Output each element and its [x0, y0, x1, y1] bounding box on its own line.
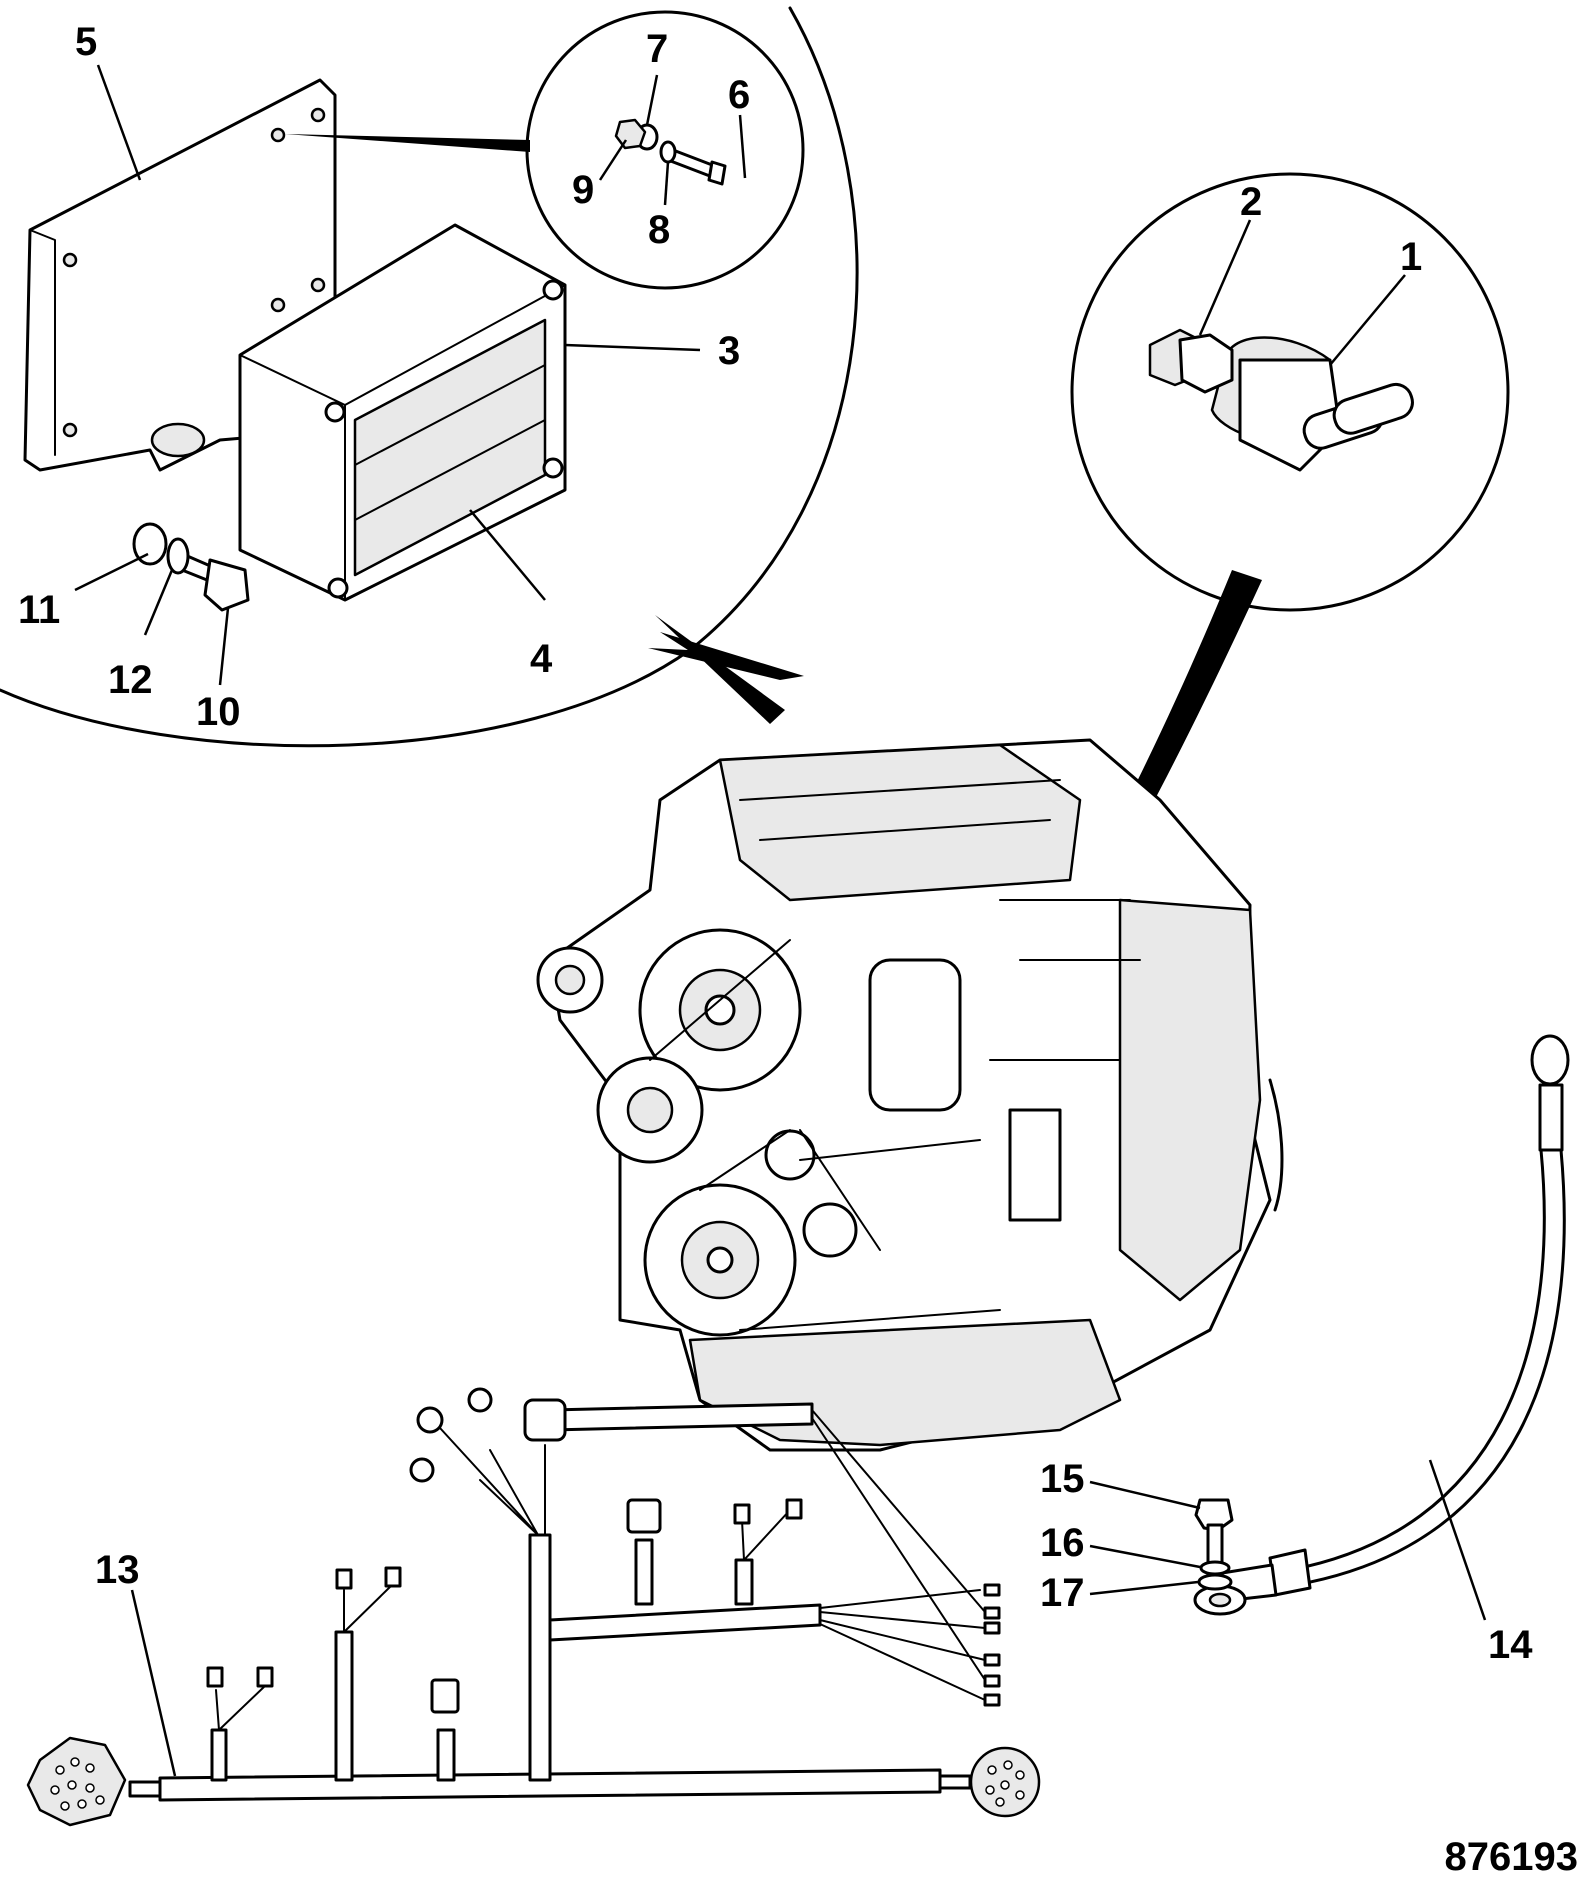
engine: [536, 738, 1272, 1452]
callout-12: 12: [108, 658, 153, 702]
callout-5: 5: [75, 20, 97, 64]
callout-16: 16: [1040, 1521, 1085, 1565]
bolt-6: [666, 148, 727, 186]
callout-13: 13: [95, 1548, 140, 1592]
fastener-detail-pointer: [285, 134, 530, 152]
callout-11: 11: [18, 588, 60, 632]
callout-9: 9: [572, 168, 594, 212]
callout-14: 14: [1488, 1623, 1533, 1667]
callout-4: 4: [530, 637, 553, 681]
bolt-15: [1194, 1498, 1234, 1565]
washer-11: [132, 522, 168, 566]
callout-3: 3: [718, 329, 740, 373]
adapter-2: [1148, 328, 1234, 394]
callout-10: 10: [196, 690, 241, 734]
pressure-switch: [1210, 336, 1414, 472]
ecu-detail-pointer-wedge: [655, 615, 785, 724]
nut-9: [614, 118, 647, 150]
round-connector-left: [26, 1736, 127, 1827]
battery-cable-14: [1193, 1034, 1570, 1616]
ecu-control-unit: [238, 223, 567, 602]
leader-lines: [74, 64, 1487, 1777]
washer-12: [166, 537, 190, 575]
callout-2: 2: [1240, 180, 1262, 224]
callout-7: 7: [646, 27, 668, 71]
callout-15: 15: [1040, 1457, 1085, 1501]
callout-8: 8: [648, 208, 670, 252]
washer-17: [1197, 1573, 1233, 1591]
callout-1: 1: [1400, 235, 1422, 279]
switch-detail-circle: [1070, 172, 1510, 612]
washer-16: [1199, 1560, 1231, 1576]
bolt-10: [180, 553, 250, 612]
wiring-harness-13: [26, 1387, 1041, 1827]
washer-8: [659, 140, 677, 164]
callout-17: 17: [1040, 1571, 1085, 1615]
drawing-number: 876193: [1445, 1835, 1578, 1879]
callout-6: 6: [728, 73, 750, 117]
